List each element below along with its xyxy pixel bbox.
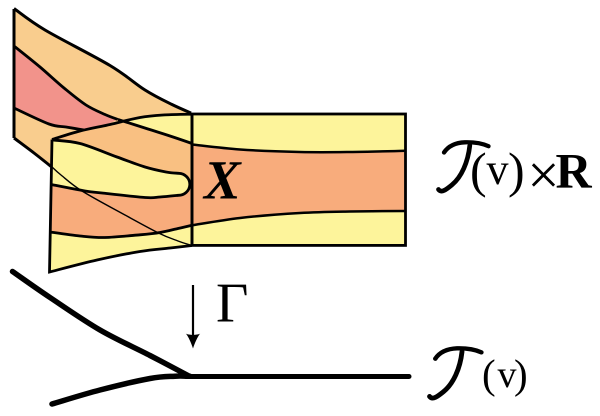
svg-text:(: ( bbox=[482, 351, 496, 397]
svg-text:v: v bbox=[498, 354, 517, 396]
svg-text:(: ( bbox=[470, 142, 487, 198]
svg-text:Γ: Γ bbox=[216, 273, 248, 335]
svg-text:): ) bbox=[514, 351, 528, 397]
svg-text:×: × bbox=[527, 144, 559, 207]
svg-text:v: v bbox=[487, 145, 509, 194]
svg-text:): ) bbox=[508, 142, 525, 198]
svg-text:R: R bbox=[556, 143, 593, 199]
svg-text:X: X bbox=[202, 150, 242, 211]
